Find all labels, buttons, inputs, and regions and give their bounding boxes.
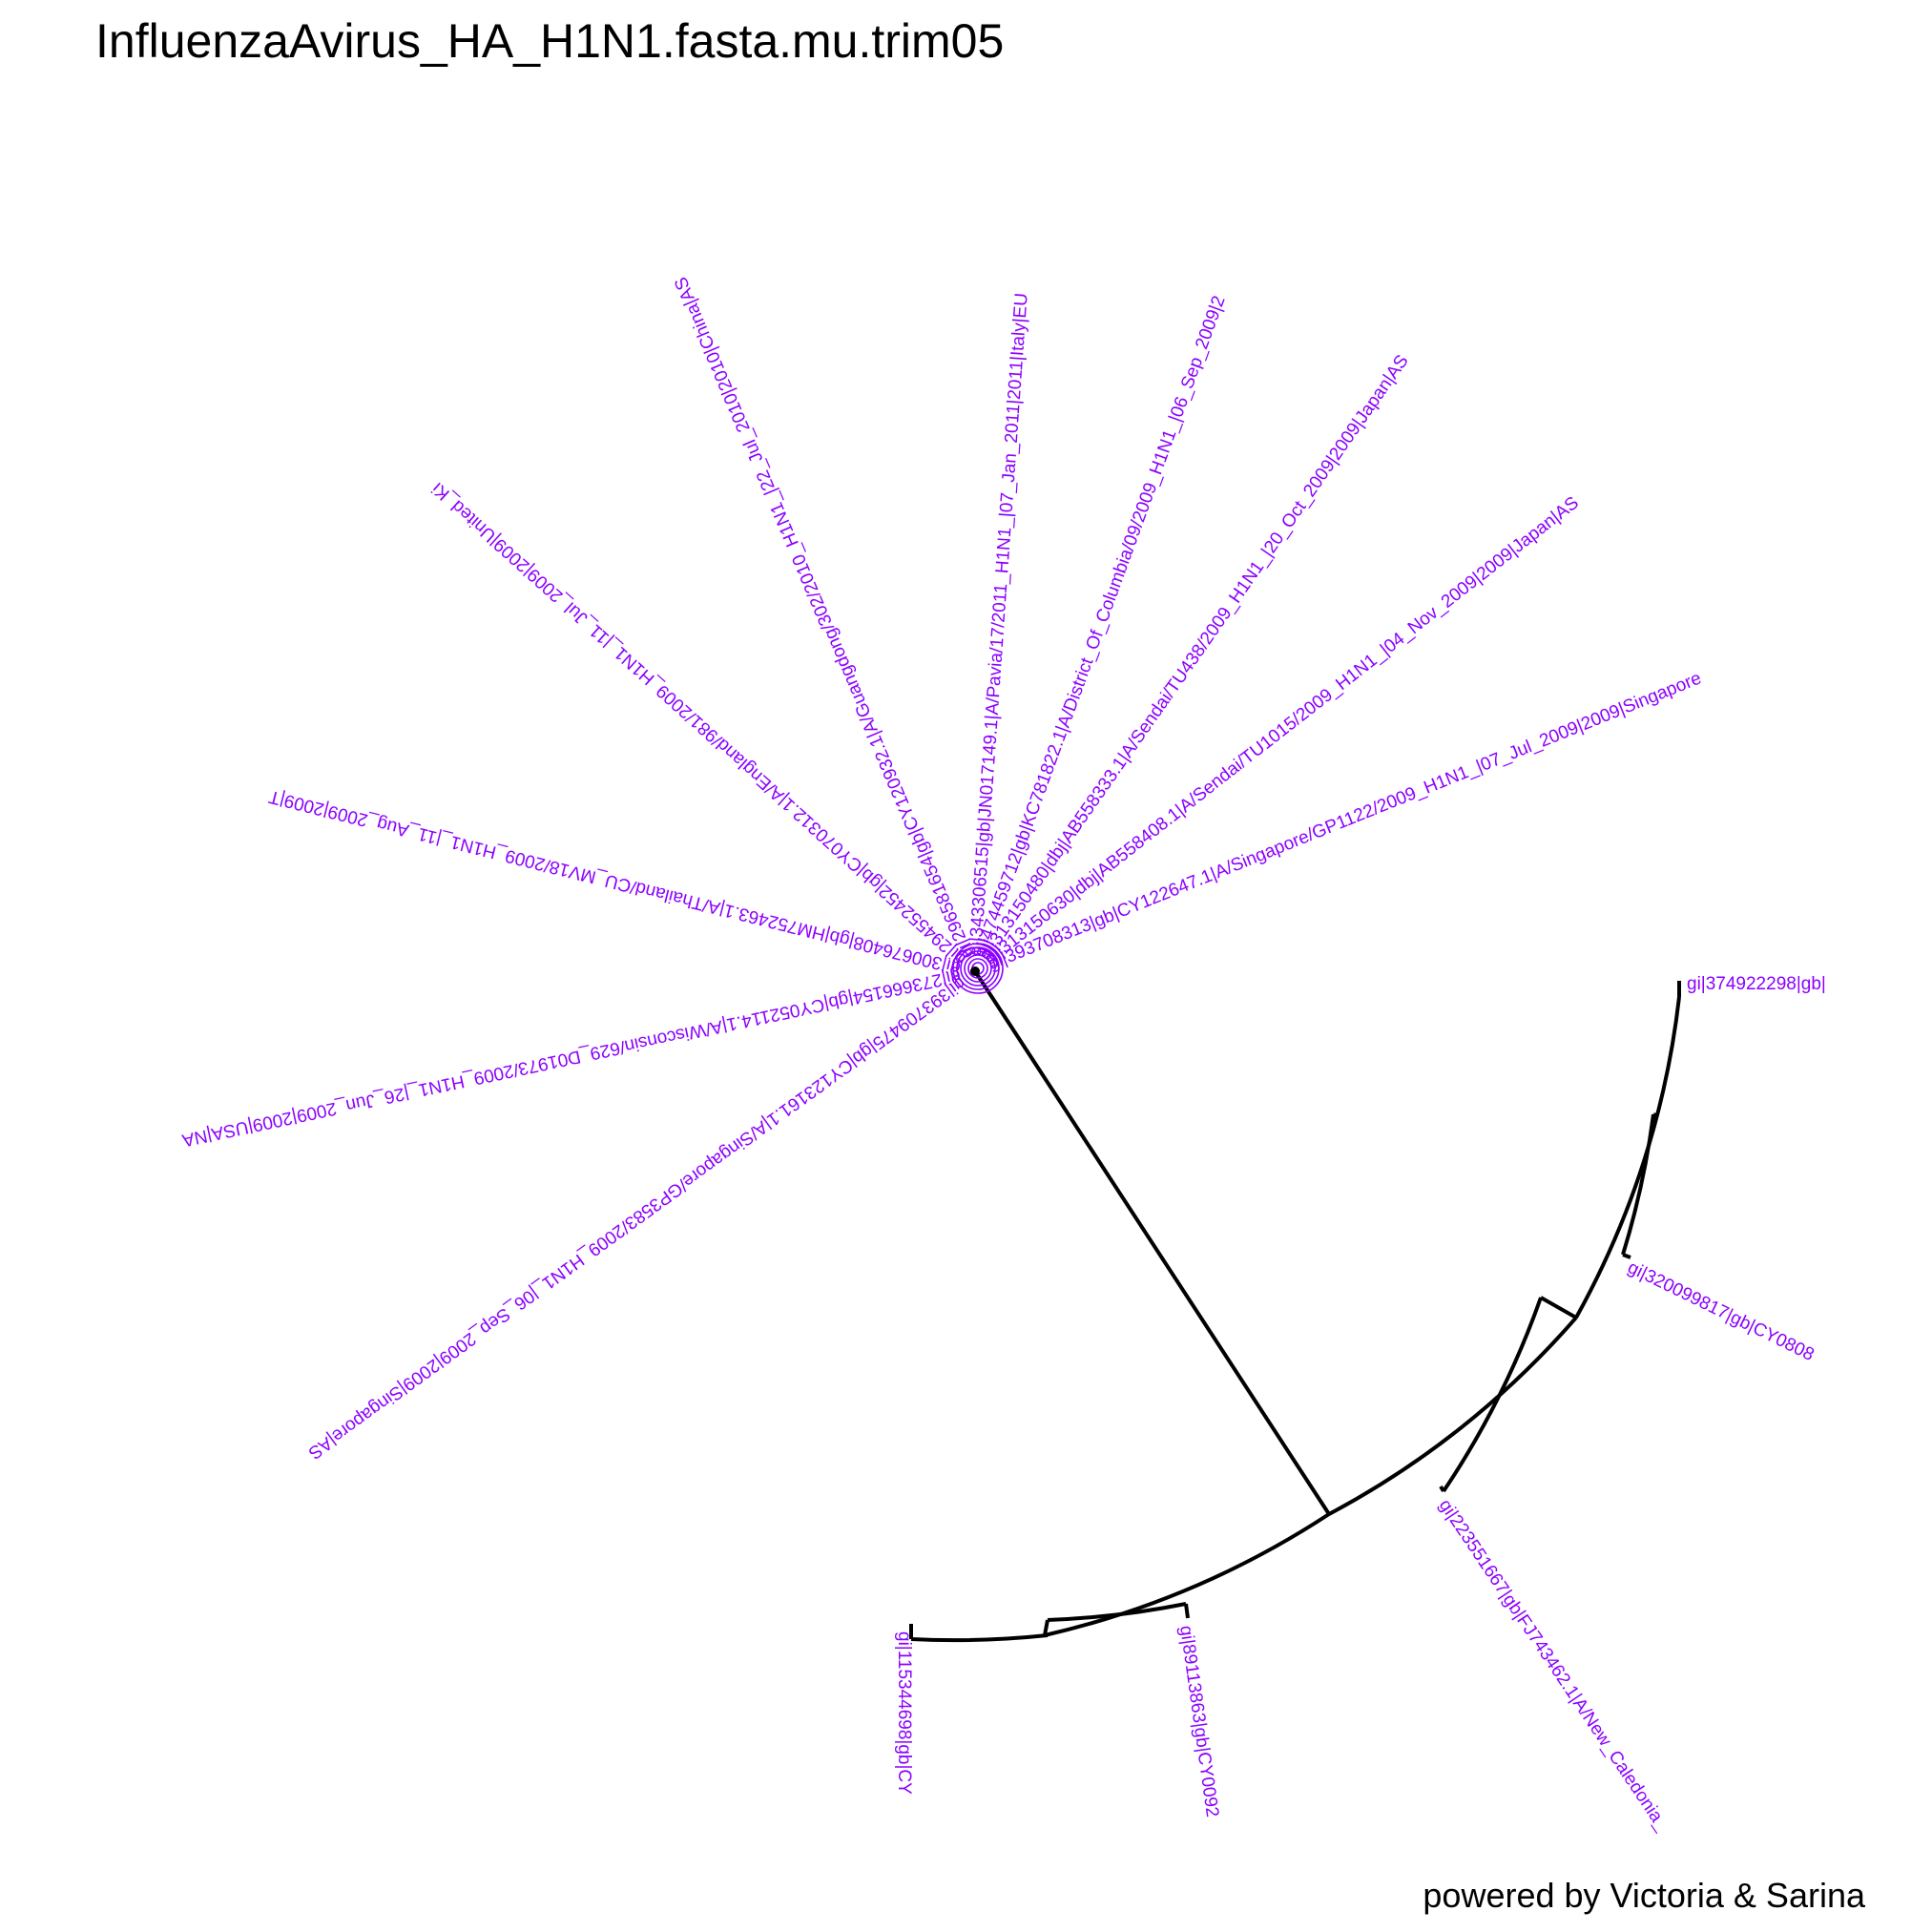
star-tip-label: gi|300676408|gb|HM752463.1|A/Thailand/CU… (266, 786, 962, 978)
subclade-a-arc (1047, 1602, 1187, 1622)
root-stem-branch (973, 969, 1331, 1516)
tree-branches (909, 969, 1681, 1643)
outer-tip-label: gi|115344698|gb|CY (894, 1631, 914, 1795)
subclade-b-tip-stub (1439, 1485, 1445, 1493)
subclade-b-connector (1540, 1296, 1577, 1319)
mid-right-tip-stub (1622, 1253, 1631, 1259)
star-tip-label: gi|296581654|gb|CY120932.1|A/Guangdong/3… (671, 274, 978, 961)
star-tip-label: gi|393708313|gb|CY122647.1|A/Singapore/G… (986, 669, 1705, 975)
tip-stub-cy0092 (1184, 1603, 1190, 1619)
outer-tip-label: gi|223551667|gb|FJ743462.1|A/New_Caledon… (1435, 1496, 1672, 1835)
star-cluster-labels: gi|393708313|gb|CY122647.1|A/Singapore/G… (180, 274, 1705, 1463)
center-spiral-ring (964, 954, 992, 983)
root-node (970, 966, 980, 976)
subclade-a-connector (1043, 1619, 1049, 1636)
outer-tip-label: gi|89113863|gb|CY0092 (1175, 1624, 1222, 1818)
outer-tip-label: gi|374922298|gb| (1687, 974, 1826, 994)
outer-tip-labels: gi|374922298|gb| gi|320099817|gb|CY0808 gi… (894, 974, 1826, 1835)
outer-clade-main-arc (1044, 1316, 1578, 1637)
mid-right-arc (1621, 1113, 1655, 1256)
credit-caption: powered by Victoria & Sarina (1423, 1876, 1865, 1915)
center-spiral-ring (960, 950, 996, 987)
subclade-a-left-arc (910, 1633, 1049, 1643)
outer-tip-label: gi|320099817|gb|CY0808 (1625, 1257, 1818, 1365)
center-spiral-ring (952, 943, 1004, 994)
center-cluster-spiral (952, 943, 1004, 994)
center-spiral-ring (967, 958, 988, 979)
upper-right-arc (1574, 996, 1681, 1319)
figure-title: InfluenzaAvirus_HA_H1N1.fasta.mu.trim05 (95, 14, 1005, 68)
subclade-b-arc (1442, 1297, 1543, 1493)
center-spiral-ring (956, 946, 1000, 990)
